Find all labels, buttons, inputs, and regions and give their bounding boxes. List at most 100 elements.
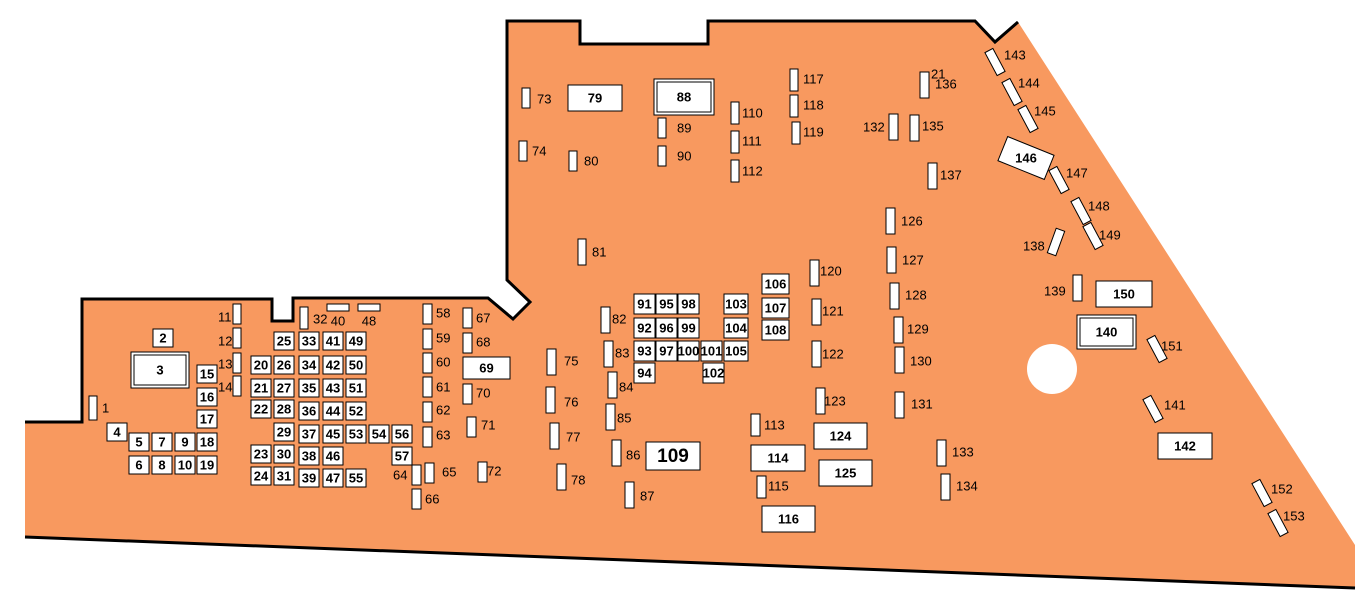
fuse-label-89: 89 [677, 120, 691, 135]
fuse-label-130: 130 [910, 353, 932, 368]
fuse-label-87: 87 [640, 488, 654, 503]
fuse-25 [273, 331, 295, 351]
fuse-label-110: 110 [742, 105, 763, 120]
fuse-label-85: 85 [617, 410, 631, 425]
fuse-88 [656, 81, 712, 113]
fuse-141 [1142, 394, 1164, 424]
fuse-label-69: 69 [479, 360, 493, 375]
fuse-70 [462, 383, 473, 405]
fuse-87 [624, 481, 635, 509]
fuse-76 [545, 386, 556, 414]
fuse-18 [196, 432, 218, 452]
fuse-13 [232, 352, 242, 374]
fuse-96 [655, 317, 678, 339]
fuse-label-20: 20 [254, 357, 268, 372]
fuse-10 [174, 455, 196, 475]
fuse-label-144: 144 [1018, 75, 1040, 90]
fuse-label-59: 59 [436, 330, 450, 345]
fuse-135 [909, 114, 920, 142]
fuse-label-30: 30 [277, 446, 291, 461]
fuse-67 [462, 307, 473, 329]
fuse-label-91: 91 [637, 296, 651, 311]
fuse-label-148: 148 [1088, 198, 1110, 213]
fuse-140 [1079, 317, 1134, 347]
fuse-73 [521, 87, 531, 109]
fuse-label-111: 111 [742, 133, 762, 148]
fuse-60 [422, 352, 433, 374]
fuse-133 [936, 439, 947, 467]
fuse-label-36: 36 [302, 403, 316, 418]
fuse-label-65: 65 [442, 464, 456, 479]
fuse-30 [273, 444, 295, 464]
fuse-130 [894, 346, 905, 374]
fuse-label-134: 134 [956, 478, 978, 493]
fuse-label-29: 29 [277, 424, 291, 439]
board-bottom-edge [24, 535, 1356, 590]
fuse-27 [273, 378, 295, 398]
fuse-label-122: 122 [822, 346, 844, 361]
fuse-94 [633, 362, 656, 384]
fuse-40 [326, 303, 350, 312]
fuse-label-13: 13 [218, 356, 232, 371]
fuse-label-38: 38 [302, 448, 316, 463]
fuse-label-25: 25 [277, 333, 291, 348]
fuse-label-113: 113 [764, 417, 785, 432]
fuse-149 [1082, 221, 1104, 251]
fuse-72 [477, 461, 488, 483]
fuse-label-127: 127 [902, 252, 924, 267]
fuse-24 [250, 466, 272, 486]
fuse-label-147: 147 [1066, 165, 1088, 180]
fuse-52 [345, 401, 367, 421]
fuse-label-16: 16 [200, 389, 214, 404]
fuse-41 [322, 331, 344, 351]
fuse-143 [984, 47, 1006, 77]
board-outline [25, 19, 1019, 424]
fuse-label-10: 10 [178, 457, 192, 472]
fuse-113 [750, 413, 761, 437]
fuse-131 [894, 391, 905, 419]
fuse-label-128: 128 [905, 287, 927, 302]
fuse-71 [466, 416, 477, 438]
fuse-83 [603, 340, 614, 368]
fuse-label-24: 24 [254, 468, 269, 483]
fuse-label-11: 11 [218, 309, 232, 324]
fuse-152 [1251, 478, 1273, 508]
fuse-63 [422, 426, 433, 448]
fuse-label-146: 146 [1015, 150, 1037, 165]
fuse-123 [815, 387, 826, 415]
fuse-48 [357, 303, 381, 312]
fuse-label-12: 12 [218, 333, 232, 348]
fuse-59 [422, 328, 433, 350]
fuse-56 [391, 424, 413, 444]
fuse-label-94: 94 [637, 365, 652, 380]
fuse-label-33: 33 [302, 333, 316, 348]
fuse-3 [133, 354, 187, 386]
fuse-65 [424, 462, 435, 484]
fuse-137 [927, 162, 938, 190]
fuse-36 [298, 401, 320, 421]
fuse-label-98: 98 [681, 296, 695, 311]
fuse-label-71: 71 [481, 417, 495, 432]
fuse-label-70: 70 [476, 385, 490, 400]
fuse-label-116: 116 [778, 511, 799, 526]
fuse-62 [422, 401, 433, 423]
fuse-label-150: 150 [1113, 286, 1135, 301]
fuse-38 [298, 446, 320, 466]
fuse-142 [1157, 432, 1213, 460]
fuse-21 [250, 378, 272, 398]
fuse-109 [645, 441, 701, 471]
fuse-label-129: 129 [907, 321, 929, 336]
fuse-139 [1072, 274, 1083, 302]
fuse-label-2: 2 [159, 330, 166, 345]
fuse-102 [702, 362, 725, 384]
fuse-label-139: 139 [1044, 283, 1066, 298]
fuse-label-90: 90 [677, 148, 691, 163]
fuse-28 [273, 399, 295, 419]
fuse-117 [789, 68, 799, 92]
fuse-78 [556, 463, 567, 491]
fuse-89 [657, 117, 667, 139]
fuse-label-74: 74 [532, 143, 546, 158]
fuse-label-121: 121 [822, 303, 844, 318]
fuse-label-14: 14 [218, 379, 232, 394]
fuse-92 [633, 317, 656, 339]
